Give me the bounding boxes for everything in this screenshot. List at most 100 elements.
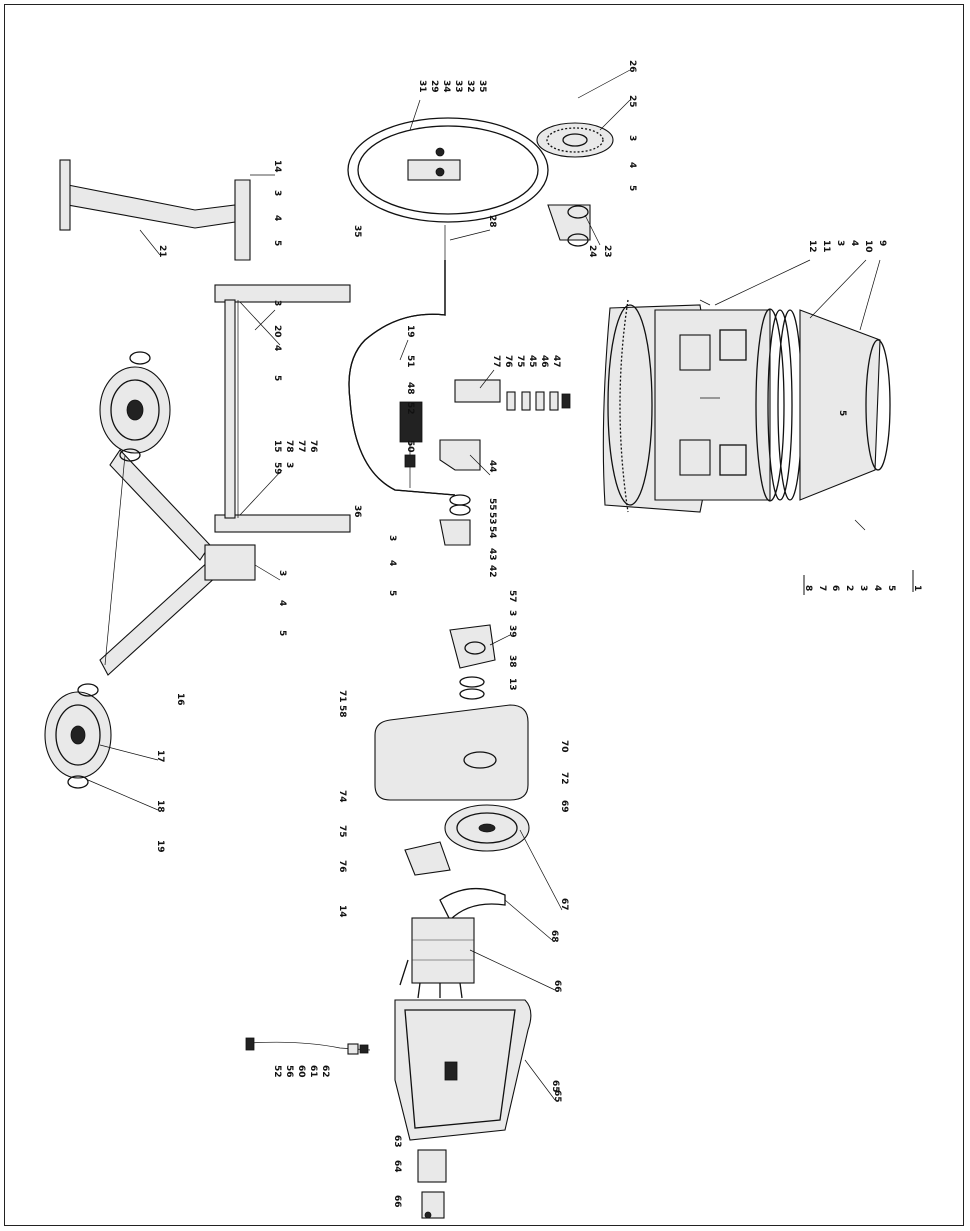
callout-label: 78 <box>284 440 294 453</box>
callout-label: 3 <box>387 535 397 541</box>
wheel-bottom <box>44 683 112 789</box>
callout-label: 76 <box>503 355 513 368</box>
yoke-frame <box>348 225 456 496</box>
callout-label: 70 <box>559 740 569 753</box>
callout-label: 69 <box>559 800 569 813</box>
callout-label: 58 <box>337 705 347 718</box>
callout-label: 76 <box>337 860 347 873</box>
callout-label: 13 <box>507 678 517 691</box>
callout-label: 34 <box>441 80 451 93</box>
callout-label: 56 <box>284 1065 294 1078</box>
callout-label: 43 <box>487 548 497 561</box>
callout-label: 9 <box>877 240 887 246</box>
callout-label: 33 <box>453 80 463 93</box>
callout-label: 26 <box>627 60 637 73</box>
callout-label: 57 <box>507 590 517 603</box>
callout-label: 24 <box>587 245 597 258</box>
callout-label: 14 <box>272 160 282 173</box>
callout-label: 3 <box>272 300 282 306</box>
callout-label: 28 <box>487 215 497 228</box>
callout-label: 29 <box>429 80 439 93</box>
callout-label: 46 <box>539 355 549 368</box>
callout-label: 3 <box>272 190 282 196</box>
callout-label: 77 <box>491 355 501 368</box>
callout-label: 12 <box>807 240 817 253</box>
callout-label: 20 <box>272 325 282 338</box>
callout-label: 59 <box>272 462 282 475</box>
drawing-frame <box>4 4 964 1226</box>
callout-label: 15 <box>272 440 282 453</box>
callout-label: 5 <box>272 240 282 246</box>
callout-label: 72 <box>559 772 569 785</box>
callout-label: 16 <box>175 693 185 706</box>
callout-label: 3 <box>627 135 637 141</box>
callout-label: 71 <box>337 690 347 703</box>
pulley <box>444 804 530 852</box>
motor <box>399 917 475 999</box>
callout-label: 8 <box>803 585 813 591</box>
callout-label: 53 <box>487 512 497 525</box>
callout-label: 54 <box>487 526 497 539</box>
callout-label: 65 <box>552 1090 562 1103</box>
callout-label: 52 <box>272 1065 282 1078</box>
callout-label: 64 <box>392 1160 402 1173</box>
callout-label: 75 <box>337 825 347 838</box>
callout-label: 3 <box>835 240 845 246</box>
callout-label: 5 <box>837 410 847 416</box>
callout-label: 39 <box>507 625 517 638</box>
callout-label: 67 <box>559 898 569 911</box>
callout-label: 50 <box>405 440 415 453</box>
callout-label: 4 <box>387 560 397 566</box>
callout-label: 76 <box>308 440 318 453</box>
motor-bracket <box>404 841 451 876</box>
callout-label: 4 <box>277 600 287 606</box>
callout-label: 48 <box>405 382 415 395</box>
callout-label: 19 <box>405 325 415 338</box>
motor-cover <box>394 999 532 1141</box>
callout-label: 60 <box>296 1065 306 1078</box>
motor-mount-plate <box>374 704 529 801</box>
callout-label: 1 <box>912 585 922 591</box>
callout-label: 4 <box>272 215 282 221</box>
callout-label: 65 <box>550 1080 560 1093</box>
switch-parts <box>417 1149 447 1219</box>
mixing-drum <box>602 299 891 531</box>
callout-label: 47 <box>551 355 561 368</box>
callout-label: 35 <box>477 80 487 93</box>
callout-label: 3 <box>277 570 287 576</box>
callout-label: 75 <box>515 355 525 368</box>
drive-shaft-parts <box>399 379 571 700</box>
callout-label: 23 <box>602 245 612 258</box>
leader-lines <box>87 69 881 1101</box>
power-cord <box>245 1037 371 1055</box>
callout-label: 63 <box>392 1135 402 1148</box>
callout-label: 62 <box>320 1065 330 1078</box>
callout-label: 3 <box>858 585 868 591</box>
callout-label: 44 <box>487 460 497 473</box>
callout-label: 14 <box>337 905 347 918</box>
callout-label: 68 <box>549 930 559 943</box>
callout-label: 4 <box>872 585 882 591</box>
drive-belt <box>439 887 506 922</box>
callout-label: 31 <box>417 80 427 93</box>
callout-label: 4 <box>272 345 282 351</box>
callout-label: 18 <box>155 800 165 813</box>
callout-label: 66 <box>392 1195 402 1208</box>
callout-label: 5 <box>886 585 896 591</box>
callout-label: 36 <box>352 505 362 518</box>
callout-label: 5 <box>627 185 637 191</box>
callout-label: 5 <box>272 375 282 381</box>
callout-label: 4 <box>627 162 637 168</box>
callout-label: 21 <box>157 245 167 258</box>
callout-label: 6 <box>830 585 840 591</box>
callout-label: 38 <box>507 655 517 668</box>
callout-label: 45 <box>527 355 537 368</box>
callout-label: 25 <box>627 95 637 108</box>
callout-label: 74 <box>337 790 347 803</box>
callout-label: 42 <box>487 565 497 578</box>
callout-label: 35 <box>352 225 362 238</box>
stand-frame <box>59 159 351 676</box>
callout-label: 5 <box>277 630 287 636</box>
callout-label: 2 <box>844 585 854 591</box>
